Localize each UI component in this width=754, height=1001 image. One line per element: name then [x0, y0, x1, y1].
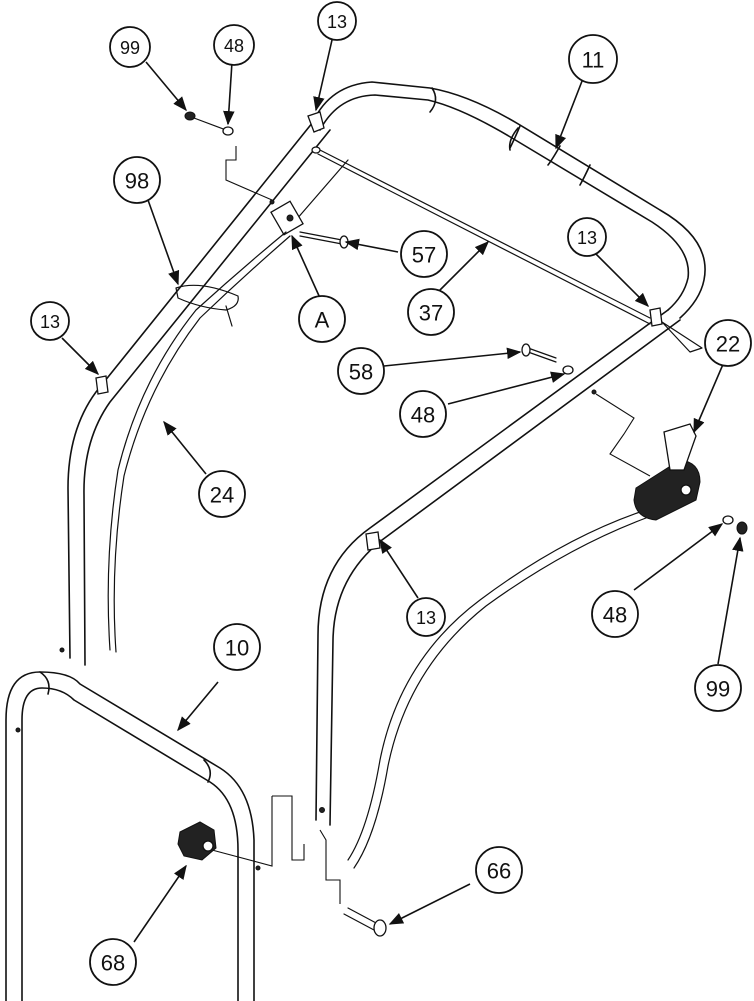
svg-text:13: 13	[327, 12, 347, 32]
svg-text:22: 22	[716, 332, 740, 357]
svg-text:13: 13	[577, 228, 597, 248]
callout-A: A	[298, 295, 346, 343]
callout-99-right: 99	[694, 664, 742, 712]
control-lever	[633, 423, 701, 521]
control-cable	[107, 231, 291, 653]
callout-48-right: 48	[591, 590, 639, 638]
cable-tie	[175, 284, 239, 327]
callout-13-bottom: 13	[406, 597, 446, 637]
callout-57: 57	[400, 230, 448, 278]
leader-lines	[61, 39, 744, 943]
svg-text:A: A	[315, 308, 330, 333]
svg-text:48: 48	[411, 403, 435, 428]
svg-text:48: 48	[224, 36, 244, 56]
svg-text:37: 37	[419, 301, 443, 326]
bolt-57	[299, 231, 349, 249]
callout-98: 98	[113, 156, 161, 204]
fasteners	[95, 111, 748, 937]
callout-10: 10	[213, 623, 261, 671]
callout-48-top: 48	[213, 24, 255, 66]
callout-13-left: 13	[30, 301, 70, 341]
svg-text:58: 58	[349, 360, 373, 385]
lever-cable	[347, 511, 647, 869]
svg-text:10: 10	[225, 636, 249, 661]
svg-text:48: 48	[603, 603, 627, 628]
callout-66: 66	[475, 846, 523, 894]
callout-13-top: 13	[317, 1, 357, 41]
lower-handle	[5, 671, 273, 1001]
callout-58: 58	[337, 347, 385, 395]
svg-text:13: 13	[416, 608, 436, 628]
callout-99-top: 99	[109, 26, 151, 68]
svg-text:24: 24	[210, 483, 234, 508]
svg-text:13: 13	[40, 312, 60, 332]
svg-text:99: 99	[706, 677, 730, 702]
svg-text:68: 68	[101, 951, 125, 976]
callout-11: 11	[568, 34, 618, 84]
callout-13-right: 13	[567, 217, 607, 257]
callout-24: 24	[198, 470, 246, 518]
callout-22: 22	[704, 319, 752, 367]
svg-text:11: 11	[582, 48, 605, 73]
handle-knob	[177, 821, 217, 861]
control-rod	[295, 146, 703, 353]
upper-handle	[59, 81, 706, 826]
callout-48-mid: 48	[399, 390, 447, 438]
callout-37: 37	[407, 288, 455, 336]
assembly-guides	[225, 146, 651, 904]
svg-text:66: 66	[487, 859, 511, 884]
svg-text:98: 98	[125, 169, 149, 194]
svg-text:57: 57	[412, 243, 436, 268]
cable-clip	[270, 200, 304, 236]
callout-68: 68	[89, 938, 137, 986]
svg-text:99: 99	[120, 38, 140, 58]
